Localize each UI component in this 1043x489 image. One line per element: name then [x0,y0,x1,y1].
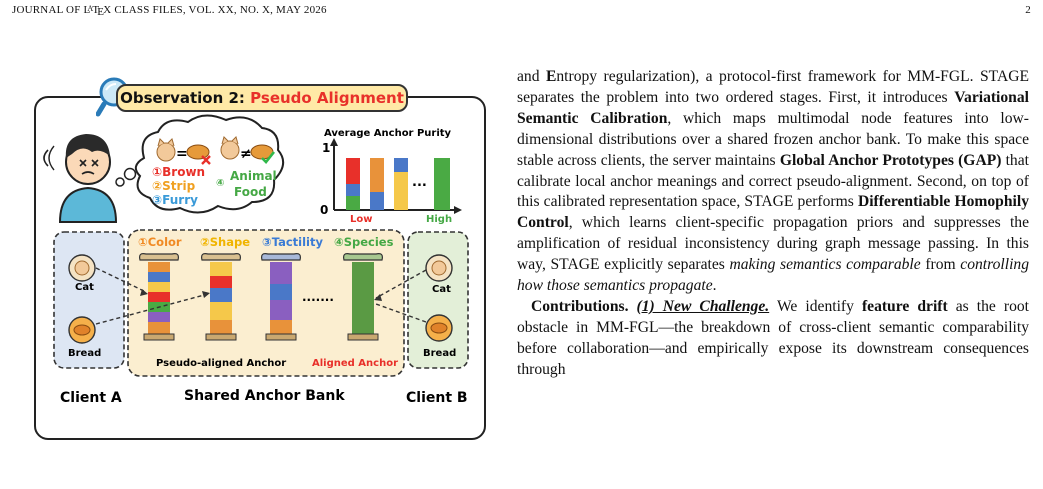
pseudo-aligned-label: Pseudo-aligned Anchor [156,358,286,369]
bread-icon [425,314,453,342]
text-run: and [517,68,546,85]
observation-banner: Observation 2: Pseudo Alignment [96,77,412,117]
cat-icon [220,136,240,160]
shared-anchor-bank-label: Shared Anchor Bank [184,388,345,404]
purity-bar-segment [346,184,360,196]
bold-term: E [545,68,557,85]
attribute-shape: ②Shape [200,235,250,249]
worried-person-icon [43,134,118,223]
cat-icon [68,254,96,282]
page-number: 2 [1025,4,1031,16]
italic-phrase: controlling how those semantics propagat… [517,256,1030,295]
purity-ellipsis: ... [412,175,427,190]
anchor-purity-chart: Average Anchor Purity 1 0 ... Low High [320,128,462,225]
thought-item-marker: ④ [216,178,224,189]
check-icon [261,151,276,164]
not-equals-sign: ≠ [240,146,252,162]
running-header: JOURNAL OF LATEX CLASS FILES, VOL. XX, N… [12,4,1031,20]
text-run: ntropy regularization), a protocol-first… [517,68,1029,106]
thought-item-brown: ①Brown [152,165,205,179]
client-b-label: Client B [406,390,468,406]
purity-low-label: Low [350,214,372,225]
cat-icon [156,138,176,162]
thought-item-furry: ③Furry [152,193,198,207]
client-b-bread-label: Bread [423,348,456,359]
client-b-cat-label: Cat [432,284,451,295]
text-run: . [712,277,717,295]
attribute-color: ①Color [138,235,182,249]
purity-bar-segment [370,192,384,210]
text-run: We identify [769,297,862,315]
client-a-cat-label: Cat [75,282,94,293]
purity-bar-segment [370,158,384,192]
attribute-species: ④Species [334,235,394,249]
bold-term: Differentiable Homophily Control [517,193,1029,232]
bold-term: feature drift [861,297,948,315]
pillar-icon [139,253,179,341]
purity-bar-segment [434,158,450,210]
thought-item-animal: Animal [230,169,277,183]
aligned-anchor-label: Aligned Anchor [312,358,398,369]
italic-phrase: making semantics comparable [729,256,921,274]
thought-item-food: Food [234,185,267,199]
purity-chart-title: Average Anchor Purity [324,128,452,139]
client-a-label: Client A [60,390,122,406]
bold-term: Variational Semantic Calibration [517,88,1029,127]
journal-header: JOURNAL OF LATEX CLASS FILES, VOL. XX, N… [12,4,327,18]
thought-item-strip: ②Strip [152,179,196,193]
equals-sign: = [176,146,188,162]
body-column: and Entropy regularization), a protocol-… [517,67,1029,381]
purity-high-label: High [426,214,452,225]
figure-observation-2: = ≠ ①Brown ②Strip ③Furry ④ Animal Food A… [34,72,490,442]
anchor-dots: ······· [302,293,334,307]
observation-title: Observation 2: Pseudo Alignment [116,84,408,112]
bold-term: Global Anchor Prototypes (GAP) [779,151,1002,169]
bold-term: Contributions. [531,297,637,315]
text-run: from [920,256,961,274]
text-run: , which maps multimodal node features in… [517,109,1029,169]
cross-icon [201,155,211,165]
pillar-icon [261,253,301,341]
bread-icon [186,144,210,160]
pillar-icon [343,253,383,341]
purity-bar-segment [394,172,408,210]
paragraph-stage-overview: and Entropy regularization), a protocol-… [517,67,1029,297]
purity-y-top: 1 [322,141,330,155]
purity-y-bottom: 0 [320,203,328,217]
paragraph-contributions: Contributions. (1) New Challenge. We ide… [517,297,1029,381]
text-run: , which learns client-specific propagati… [517,214,1029,274]
cat-icon [425,254,453,282]
purity-bar-segment [346,196,360,210]
client-b-panel [407,231,469,369]
text-run: that calibrate local anchor meanings and… [517,151,1029,211]
shared-anchor-bank-panel [127,229,405,377]
text-run: as the root obstacle in MM-FGL—the break… [517,297,1029,378]
figure-illustration: = ≠ ①Brown ②Strip ③Furry ④ Animal Food A… [43,114,469,406]
purity-bar-segment [394,158,408,172]
attribute-tactility: ③Tactility [262,235,323,249]
bread-icon [68,316,96,344]
mapping-arrows [95,267,427,325]
client-a-bread-label: Bread [68,348,101,359]
pillar-icon [201,253,241,341]
contribution-heading: (1) New Challenge. [636,297,770,315]
purity-bar-segment [346,158,360,184]
